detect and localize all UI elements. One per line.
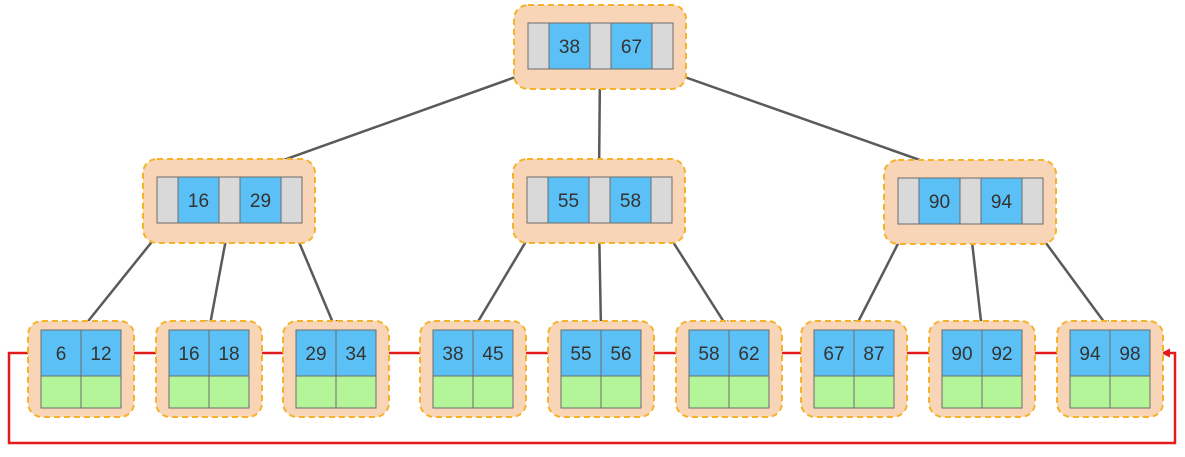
- leaf-node: 29 34: [282, 320, 390, 418]
- data-cell: [728, 375, 770, 409]
- data-cell: [208, 375, 250, 409]
- key-cell: [472, 329, 514, 377]
- data-cell: [981, 375, 1023, 409]
- key-label: 58: [698, 344, 719, 365]
- pointer-cell: [897, 177, 920, 225]
- pointer-cell: [588, 176, 611, 224]
- data-cell: [560, 375, 602, 409]
- key-label: 38: [442, 344, 463, 365]
- key-cell: [560, 329, 602, 377]
- data-cell: [335, 375, 377, 409]
- key-label: 12: [90, 344, 111, 365]
- key-label: 16: [178, 344, 199, 365]
- key-label: 67: [823, 344, 844, 365]
- key-label: 18: [218, 344, 239, 365]
- key-cell: [610, 22, 653, 70]
- key-label: 55: [570, 344, 591, 365]
- key-label: 58: [620, 191, 641, 212]
- key-cell: [239, 176, 282, 224]
- data-cell: [80, 375, 122, 409]
- leaf-wrap-link: [7, 348, 1177, 445]
- data-cell: [1109, 375, 1151, 409]
- key-cell: [813, 329, 855, 377]
- pointer-cell: [280, 176, 303, 224]
- internal-node: 55 58: [512, 158, 686, 244]
- pointer-cell: [959, 177, 982, 225]
- leaf-node: 67 87: [800, 320, 908, 418]
- data-cell: [688, 375, 730, 409]
- key-label: 56: [610, 344, 631, 365]
- key-label: 45: [482, 344, 503, 365]
- key-label: 90: [951, 344, 972, 365]
- data-cell: [813, 375, 855, 409]
- key-label: 92: [991, 344, 1012, 365]
- leaf-node: 38 45: [419, 320, 527, 418]
- data-cell: [1069, 375, 1111, 409]
- pointer-cell: [526, 176, 549, 224]
- pointer-cell: [651, 22, 674, 70]
- pointer-cell: [1021, 177, 1044, 225]
- key-cell: [208, 329, 250, 377]
- key-label: 94: [1079, 344, 1101, 365]
- key-label: 87: [863, 344, 884, 365]
- key-cell: [600, 329, 642, 377]
- leaf-node: 6 12: [27, 320, 135, 418]
- key-cell: [40, 329, 82, 377]
- key-cell: [547, 176, 590, 224]
- key-cell: [548, 22, 591, 70]
- data-cell: [941, 375, 983, 409]
- key-cell: [688, 329, 730, 377]
- key-label: 16: [188, 191, 209, 212]
- leaf-node: 58 62: [675, 320, 783, 418]
- pointer-cell: [156, 176, 179, 224]
- key-label: 62: [738, 344, 759, 365]
- key-cell: [177, 176, 220, 224]
- key-cell: [918, 177, 961, 225]
- key-label: 90: [929, 192, 950, 213]
- key-label: 29: [250, 191, 271, 212]
- key-cell: [335, 329, 377, 377]
- pointer-cell: [527, 22, 550, 70]
- key-label: 38: [559, 37, 580, 58]
- key-label: 67: [621, 37, 642, 58]
- data-cell: [853, 375, 895, 409]
- key-label: 94: [991, 192, 1013, 213]
- data-cell: [295, 375, 337, 409]
- key-cell: [980, 177, 1023, 225]
- root-node: 38 67: [513, 4, 687, 90]
- key-cell: [853, 329, 895, 377]
- key-cell: [609, 176, 652, 224]
- pointer-cell: [650, 176, 673, 224]
- key-cell: [80, 329, 122, 377]
- pointer-cell: [589, 22, 612, 70]
- key-cell: [981, 329, 1023, 377]
- leaf-node: 94 98: [1056, 320, 1164, 418]
- leaf-node: 55 56: [547, 320, 655, 418]
- leaf-node: 90 92: [928, 320, 1036, 418]
- key-label: 98: [1119, 344, 1140, 365]
- data-cell: [432, 375, 474, 409]
- data-cell: [40, 375, 82, 409]
- key-cell: [432, 329, 474, 377]
- data-cell: [600, 375, 642, 409]
- key-label: 6: [56, 344, 67, 365]
- data-cell: [168, 375, 210, 409]
- key-cell: [941, 329, 983, 377]
- pointer-cell: [218, 176, 241, 224]
- tree-edge: [661, 67, 969, 179]
- key-cell: [728, 329, 770, 377]
- key-label: 34: [345, 344, 367, 365]
- key-cell: [168, 329, 210, 377]
- internal-node: 90 94: [883, 159, 1057, 245]
- key-label: 29: [305, 344, 326, 365]
- key-label: 55: [558, 191, 579, 212]
- data-cell: [472, 375, 514, 409]
